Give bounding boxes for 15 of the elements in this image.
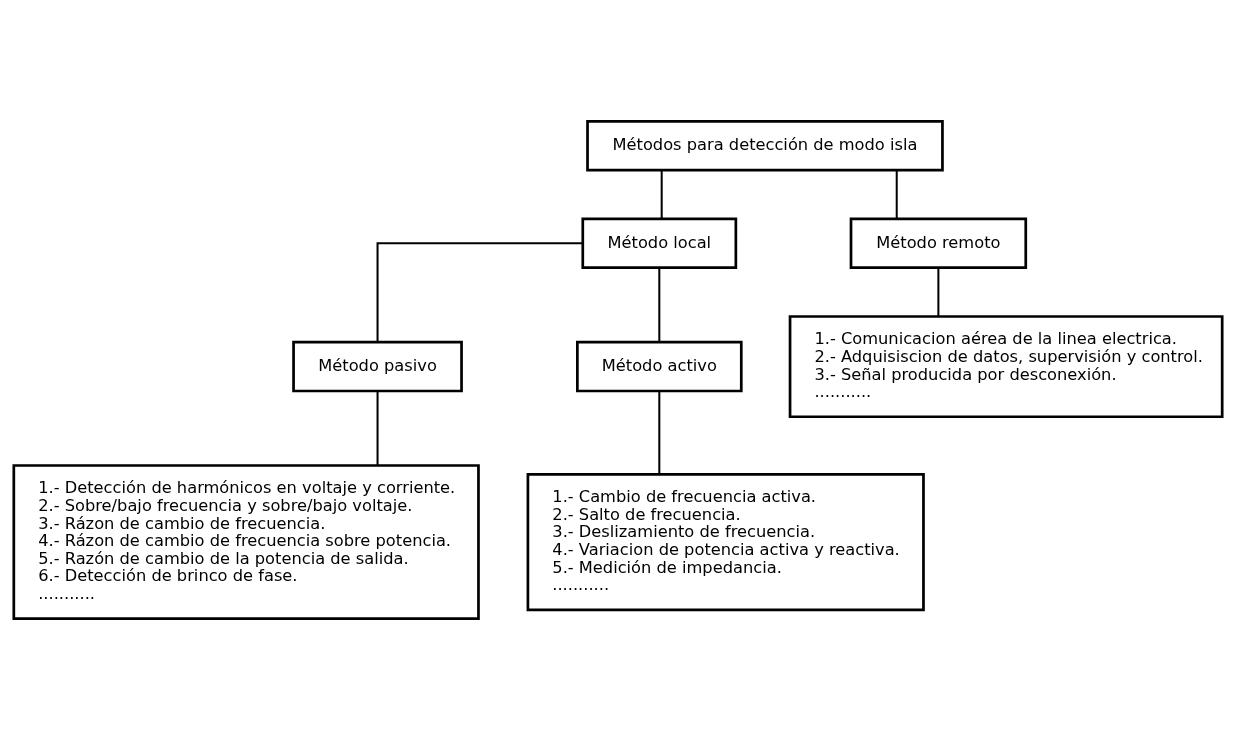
connector (376, 390, 379, 465)
connector (937, 267, 940, 316)
connector (660, 169, 663, 218)
node-box: Método pasivo (292, 340, 463, 392)
connector (658, 267, 661, 342)
node-box: Método activo (576, 340, 743, 392)
node-box: 1.- Comunicacion aérea de la linea electrica. 2.- Adquisiscion de datos, supervisión y control. 3.- Señal producida por desconexión. ........... (788, 314, 1224, 418)
node-box: Método remoto (849, 217, 1028, 269)
node-box: Métodos para detección de modo isla (586, 119, 944, 172)
connector (658, 390, 661, 474)
node-box: 1.- Detección de harmónicos en voltaje y corriente. 2.- Sobre/bajo frecuencia y sobre/bajo voltaje. 3.- Rázon de cambio de frecuencia. 4.- Rázon de cambio de frecuencia sobre potencia. 5.- Razón de cambio de la potencia de salida. 6.- Detección de brinco de fase. ........... (12, 463, 480, 620)
connector (895, 169, 898, 218)
node-box: 1.- Cambio de frecuencia activa. 2.- Salto de frecuencia. 3.- Deslizamiento de frecuencia. 4.- Variacion de potencia activa y reactiva. 5.- Medición de impedancia. ........... (526, 472, 925, 611)
node-box: Método local (581, 217, 738, 269)
connector (376, 241, 583, 342)
